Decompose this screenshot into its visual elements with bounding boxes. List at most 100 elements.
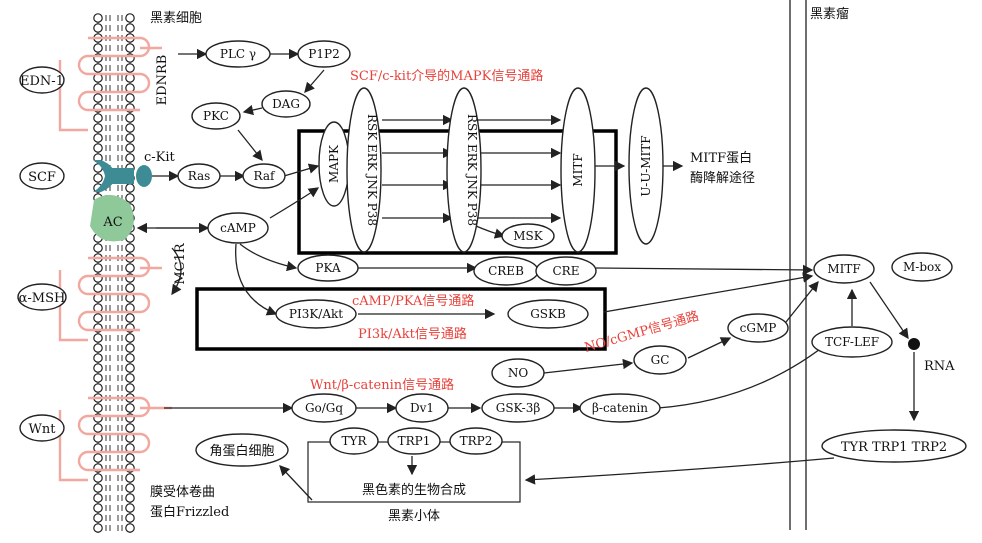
labels: 黑素细胞 黑素瘤 EDN-1 EDNRB c-Kit SCF AC MC1R α… <box>19 6 956 524</box>
lipid-head <box>93 173 103 183</box>
lipid-head <box>125 123 135 133</box>
lipid-head <box>93 423 103 433</box>
lipid-head <box>93 333 103 343</box>
lipid-head <box>93 403 103 413</box>
dag-node <box>261 90 311 118</box>
no-node <box>491 358 545 388</box>
edn1-node <box>19 66 65 94</box>
cgmp-text: cGMP <box>740 321 777 335</box>
uumitf-node <box>628 87 664 245</box>
lipid-head <box>93 263 103 273</box>
ckit-receptor <box>93 160 152 192</box>
lipid-head <box>125 23 135 33</box>
gskb-node <box>507 299 589 329</box>
camp-node <box>207 212 269 244</box>
trp1-node <box>387 427 441 455</box>
pkc-text: PKC <box>203 109 229 123</box>
lipid-head <box>93 243 103 253</box>
lipid-head <box>125 363 135 373</box>
tyr-node <box>329 427 379 455</box>
lipid-head <box>93 313 103 323</box>
lipid-head <box>125 343 135 353</box>
lipid-head <box>93 493 103 503</box>
lipid-head <box>125 313 135 323</box>
nodes <box>17 40 967 467</box>
lipid-head <box>125 263 135 273</box>
lipid-head <box>93 63 103 73</box>
plcg-text: PLC γ <box>220 47 256 61</box>
mitf-vertical-text: MITF <box>571 153 585 186</box>
bcatenin-node <box>579 393 661 423</box>
uumitf-text: U-U-MITF <box>639 135 653 196</box>
ras-node <box>177 163 221 189</box>
raf-node <box>242 163 286 189</box>
mitf-deg-text-1: MITF蛋白 <box>690 150 752 166</box>
gsk3b-text: GSK-3β <box>496 401 541 415</box>
lipid-head <box>93 373 103 383</box>
tyr-trp-text: TYR TRP1 TRP2 <box>841 440 947 455</box>
lipid-head <box>93 523 103 533</box>
lipid-head <box>125 473 135 483</box>
lipid-head <box>93 513 103 523</box>
msk-text: MSK <box>513 229 544 243</box>
lipid-head <box>125 93 135 103</box>
lipid-head <box>93 13 103 23</box>
p1p2-text: P1P2 <box>308 47 339 61</box>
amsh-text: α-MSH <box>19 291 66 306</box>
camp-text: cAMP <box>220 221 256 235</box>
trp2-node <box>449 427 503 455</box>
tcflef-text: TCF-LEF <box>825 335 879 349</box>
cgmp-node <box>727 313 789 343</box>
pi3k-pathway-label: PI3k/Akt信号通路 <box>358 326 467 342</box>
lipid-head <box>125 423 135 433</box>
lipid-head <box>93 113 103 123</box>
wnt-text: Wnt <box>29 422 57 437</box>
ac-text: AC <box>102 215 122 230</box>
plcg-node <box>205 40 271 68</box>
lipid-head <box>125 513 135 523</box>
keratinocyte-node <box>195 433 289 467</box>
lipid-head <box>125 503 135 513</box>
lipid-head <box>93 123 103 133</box>
mbox-text: M-box <box>903 260 941 274</box>
mbox-node <box>891 252 953 282</box>
trp2-text: TRP2 <box>460 434 493 448</box>
lipid-head <box>93 283 103 293</box>
lipid-head <box>125 63 135 73</box>
mc1r-receptor <box>58 256 162 342</box>
lipid-head <box>125 113 135 123</box>
bcatenin-text: β-catenin <box>592 401 648 415</box>
lipid-head <box>125 493 135 503</box>
lipid-head <box>125 373 135 383</box>
melanocyte-label: 黑素细胞 <box>150 11 202 26</box>
lipid-head <box>93 353 103 363</box>
lipid-head <box>125 483 135 493</box>
rna-text: RNA <box>924 359 955 374</box>
synthesis-text: 黑色素的生物合成 <box>362 482 466 498</box>
ckit-text: c-Kit <box>144 150 176 165</box>
amsh-node <box>17 283 67 311</box>
wnt-pathway-label: Wnt/β-catenin信号通路 <box>310 377 454 393</box>
lipid-head <box>93 363 103 373</box>
frizzled-text-1: 膜受体卷曲 <box>150 484 215 500</box>
lipid-head <box>125 143 135 153</box>
camp-pka-pathway-label: cAMP/PKA信号通路 <box>352 293 474 309</box>
gsk3b-node <box>481 393 555 423</box>
rsk-chain-2-node <box>446 87 482 253</box>
cre-node <box>535 256 597 286</box>
scf-node <box>19 162 65 190</box>
lipid-head <box>93 343 103 353</box>
dv1-node <box>395 393 449 423</box>
wnt-node <box>19 414 65 442</box>
pkc-node <box>191 102 241 130</box>
lipid-head <box>93 483 103 493</box>
lipid-head <box>93 383 103 393</box>
mitf-vertical-node <box>560 87 596 253</box>
lipid-head <box>125 453 135 463</box>
dag-text: DAG <box>272 97 300 111</box>
rsk-chain-1-text: RSK ERK JNK P38 <box>365 114 379 226</box>
melanoma-label: 黑素瘤 <box>810 6 849 22</box>
rsk-chain-1-node <box>346 87 382 253</box>
ednrb-text: EDNRB <box>155 55 170 106</box>
edn1-text: EDN-1 <box>20 74 64 89</box>
